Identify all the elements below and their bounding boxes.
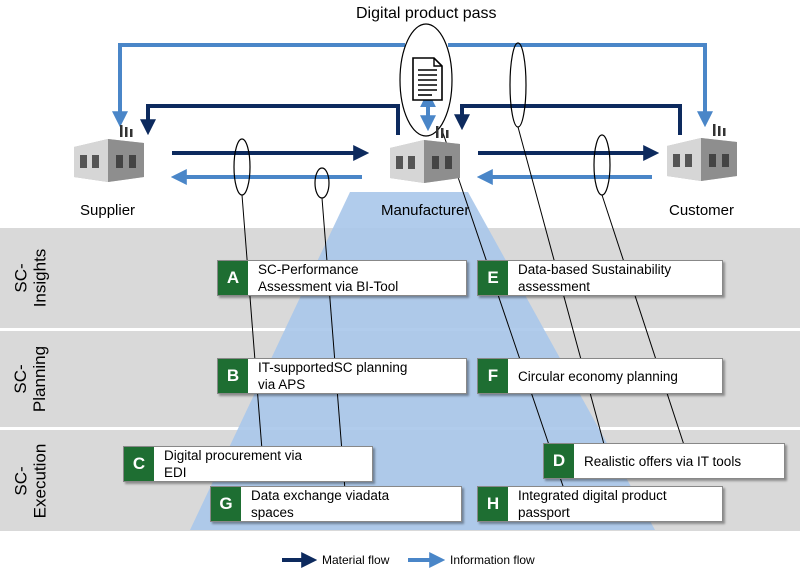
connector-G [321,197,346,491]
ellipse-customer-flows [593,134,611,196]
measure-text-B: IT-supportedSC planning via APS [258,360,408,392]
measure-text-C: Digital procurement via EDI [164,448,303,480]
connector-D [601,194,685,446]
supplier-factory-icon [74,125,144,182]
band-label-planning: SC- Planning [11,345,50,413]
measure-box-A: A SC-Performance Assessment via BI-Tool [217,260,467,296]
material-flow-to-supplier [140,104,400,136]
band-label-insights: SC- Insights [11,248,49,308]
info-flow-to-supplier [112,43,405,128]
measure-text-A: SC-Performance Assessment via BI-Tool [258,262,399,294]
ellipse-digital-pass [399,23,453,137]
manufacturer-factory-icon [390,126,460,183]
legend-material-label: Material flow [322,553,390,567]
measure-box-D: D Realistic offers via IT tools [543,443,785,479]
connector-H [441,129,566,493]
measure-text-F: Circular economy planning [518,368,678,384]
badge-H: H [478,487,508,521]
connector-A [241,194,263,451]
badge-E: E [478,261,508,295]
material-flow-to-pass [454,104,682,135]
measure-text-G: Data exchange viadata spaces [251,488,390,520]
band-label-execution-wrap: SC- Execution [0,430,60,531]
ellipse-supplier-info [314,167,330,199]
band-label-planning-wrap: SC- Planning [0,331,60,427]
measure-text-H: Integrated digital product passport [518,488,667,520]
measure-box-E: E Data-based Sustainability assessment [477,260,723,296]
ellipse-supplier-flows [233,138,251,196]
measure-box-C: C Digital procurement via EDI [123,446,373,482]
measure-box-G: G Data exchange viadata spaces [210,486,462,522]
manufacturer-label: Manufacturer [381,202,470,219]
measure-text-D: Realistic offers via IT tools [584,453,742,469]
measure-box-B: B IT-supportedSC planning via APS [217,358,467,394]
badge-G: G [211,487,241,521]
customer-label: Customer [669,202,735,219]
supplier-label: Supplier [80,202,136,219]
badge-B: B [218,359,248,393]
badge-D: D [544,444,574,478]
ellipse-customer-info [509,42,527,128]
badge-F: F [478,359,508,393]
legend-information-label: Information flow [450,553,535,567]
measure-box-F: F Circular economy planning [477,358,723,394]
info-flow-to-customer [448,43,713,128]
measure-box-H: H Integrated digital product passport [477,486,723,522]
document-icon [412,57,443,101]
badge-C: C [124,447,154,481]
customer-factory-icon [667,124,737,181]
band-label-execution: SC- Execution [11,443,50,518]
measure-text-E: Data-based Sustainability assessment [518,262,672,294]
digital-product-pass-title: Digital product pass [356,5,497,22]
badge-A: A [218,261,248,295]
band-label-insights-wrap: SC- Insights [0,228,60,328]
